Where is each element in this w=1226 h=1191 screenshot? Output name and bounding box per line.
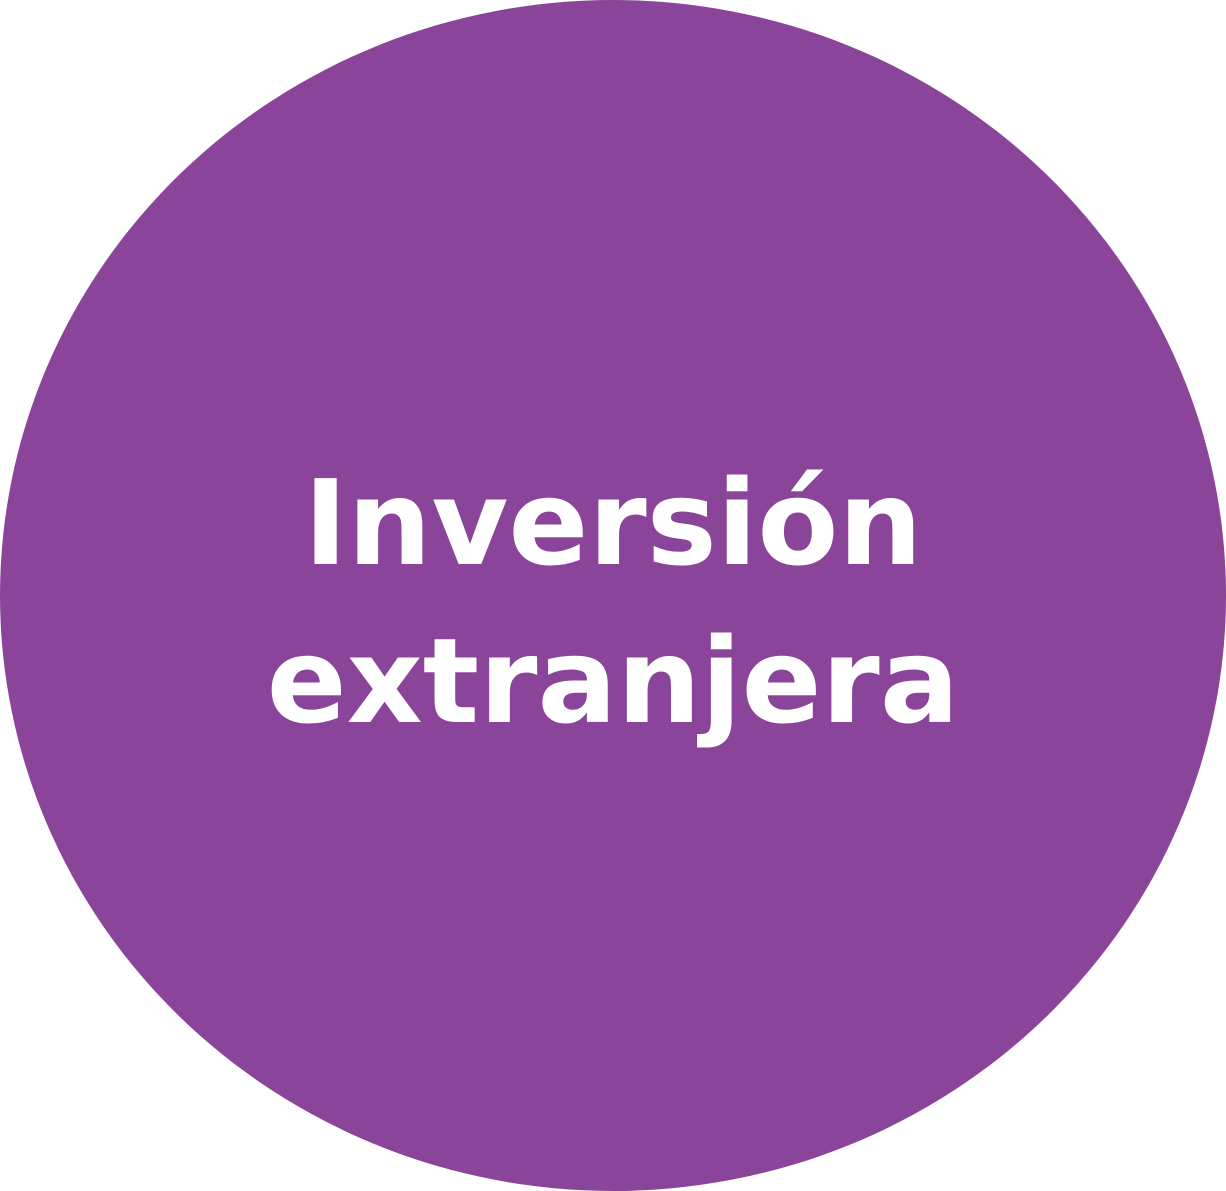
node-label-line-2: extranjera: [266, 611, 960, 750]
node-label-line-1: Inversión: [303, 453, 923, 592]
node-label: Inversión extranjera: [267, 444, 960, 760]
